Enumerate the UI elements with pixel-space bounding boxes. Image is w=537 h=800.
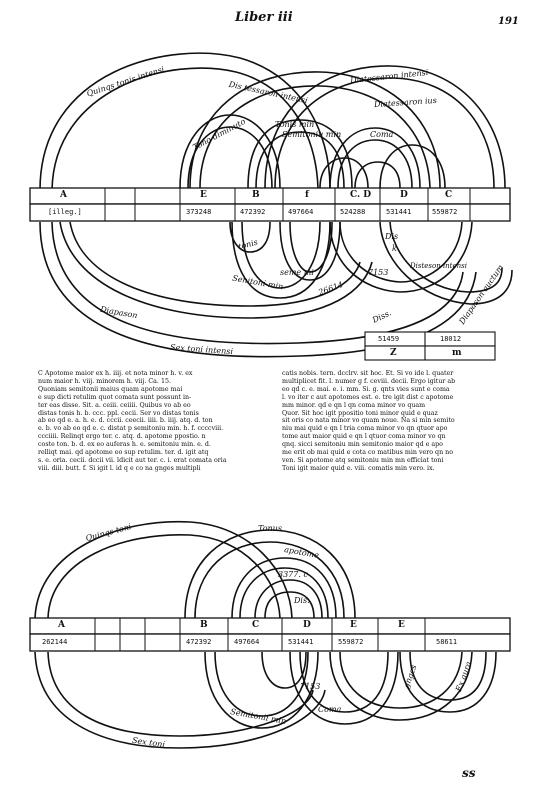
- table-header-cell: B: [252, 190, 260, 200]
- text-line: relliqt mai. qd apotome eo sup retulim. …: [38, 449, 209, 457]
- table-header-cell: A: [60, 190, 67, 200]
- table-value-cell: 559872: [338, 638, 364, 646]
- table-header-cell: f: [305, 190, 309, 200]
- text-line: ab eo qd e. a. h. e. d. cccii. ceecii. i…: [38, 417, 213, 425]
- text-line: viii. diii. butt. f. Si igit l. id q e c…: [38, 464, 201, 472]
- text-line: ven. Si apotome atq semitoniu min mn eff…: [282, 456, 444, 464]
- table-header-cell: E: [200, 190, 207, 200]
- text-line: e. b. vo ab eo qd e. c. distat p semiton…: [38, 425, 224, 433]
- table-header-cell: C. D: [350, 190, 372, 200]
- table-value-cell: 531441: [386, 208, 412, 216]
- arc-label: Tonus: [258, 524, 282, 533]
- text-line: ccciiii. Relinqt ergo ter. c. atq. d. ap…: [38, 433, 206, 441]
- arc-label: Dis: [385, 232, 399, 241]
- text-line: e sup dicti retulim quot comata sunt pos…: [38, 393, 192, 401]
- table-header-cell: C: [445, 190, 453, 200]
- arc-diagram-top: [29, 52, 513, 361]
- text-line: qnq. sicci semitoniu min semitonio maior…: [282, 441, 443, 449]
- text-line: num maior h. viij. minorem h. viij. Ca. …: [38, 377, 171, 385]
- text-column-left: C Apotome maior ex h. iiij. et nota mino…: [38, 370, 270, 473]
- side-table-cell: Z: [390, 348, 397, 358]
- text-line: Quoniam semitonii maius quam apotome mai: [38, 385, 183, 393]
- arc-label: 7153: [368, 268, 389, 277]
- side-table-cell: 51459: [378, 335, 400, 343]
- table-value-cell: 472392: [186, 638, 212, 646]
- arc-label: seme mi: [280, 268, 314, 277]
- table-value-cell: 262144: [42, 638, 68, 646]
- signature-mark: ss: [462, 766, 476, 780]
- table-value-cell: 58611: [436, 638, 458, 646]
- arc-label: Dis.: [294, 596, 310, 605]
- table-value-cell: 531441: [288, 638, 314, 646]
- text-line: distas tonis h. b. ccc. ppl. cecii. Ser …: [38, 409, 199, 417]
- text-line: coste ton. b. d. ex eo auferas h. e. sem…: [38, 441, 211, 449]
- folio-number: 191: [498, 16, 519, 27]
- text-line: multiplicet fit. l. numer g f. ceviii. d…: [282, 377, 456, 385]
- table-value-cell: 524288: [340, 208, 366, 216]
- table-value-cell: [illeg.]: [48, 208, 82, 216]
- text-line: s. e. oria. cecii. dccii vii. ldicit aut…: [38, 456, 227, 464]
- text-line: sit oris co nata minor vo quam noue. Na …: [282, 417, 455, 425]
- text-line: Quor. Sit hoc igit ppositio toni minor q…: [282, 409, 438, 417]
- table-header-cell: C: [252, 620, 260, 630]
- side-table-cell: 18012: [440, 335, 462, 343]
- arc-label: 3377. c: [278, 570, 308, 579]
- text-line: niu mai quid e qn l tria coma minor vo q…: [282, 425, 448, 433]
- table-value-cell: 497664: [234, 638, 260, 646]
- table-header-cell: E: [398, 620, 405, 630]
- text-column-right: catis nobis. tern. dcclrv. sit hoc. Et. …: [282, 370, 504, 473]
- table-value-cell: 472392: [240, 208, 266, 216]
- table-value-cell: 373248: [186, 208, 212, 216]
- text-line: tome aut maior quid e qn l qtuor coma mi…: [282, 433, 446, 441]
- side-table-cell: m: [452, 348, 462, 358]
- text-line: catis nobis. tern. dcclrv. sit hoc. Et. …: [282, 370, 454, 377]
- arc-label: Semitoniu min: [282, 130, 342, 139]
- table-value-cell: 497664: [288, 208, 314, 216]
- arc-label: Coma: [370, 130, 394, 139]
- text-line: l. vo iter c aut apotomes est. e. tre ig…: [282, 393, 454, 401]
- table-header-cell: D: [303, 620, 311, 630]
- text-line: Toni igit maior quid e. viii. comatis mi…: [282, 464, 435, 472]
- text-line: me erit ob mai quid e cota co matibus mi…: [282, 449, 453, 457]
- running-head: Liber iii: [235, 10, 293, 25]
- text-line: mm minor. qd e qn l qn coma minor vo qua…: [282, 401, 426, 409]
- text-line: C Apotome maior ex h. iiij. et nota mino…: [38, 370, 193, 377]
- table-value-cell: 559872: [432, 208, 458, 216]
- table-header-cell: B: [200, 620, 208, 630]
- text-line: ter eas disse. Sit. a. ceiii. ceiiii. Qu…: [38, 401, 191, 409]
- table-header-cell: E: [350, 620, 357, 630]
- arc-label: Tonis min: [275, 120, 315, 129]
- arc-label: k: [392, 244, 397, 253]
- table-header-cell: D: [400, 190, 408, 200]
- table-header-cell: A: [58, 620, 65, 630]
- text-line: eo qd c. e. mai. e. i. mm. Si. g. qnts v…: [282, 385, 450, 393]
- arc-label: Disteson intensi: [410, 262, 467, 270]
- arc-label: Coma: [318, 705, 342, 714]
- arc-label: 7153: [300, 682, 321, 691]
